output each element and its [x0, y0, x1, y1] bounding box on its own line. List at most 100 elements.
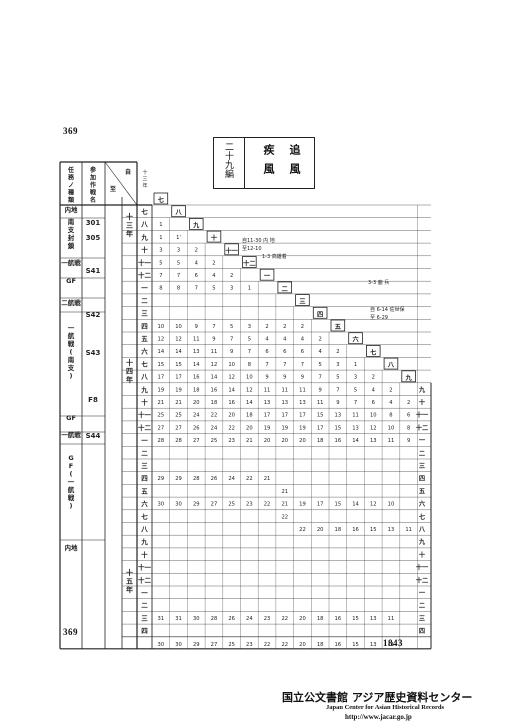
month-label: 二 [141, 449, 148, 457]
service-value: 13 [193, 349, 200, 355]
service-value: 3 [159, 248, 162, 254]
service-value: 23 [246, 502, 253, 508]
service-value: 2 [318, 337, 321, 343]
service-value: 9 [212, 337, 215, 343]
header-operation-label: 加 [89, 174, 96, 182]
mission-label: G [68, 454, 73, 462]
service-value: 19 [264, 425, 271, 431]
service-value: 3 [177, 248, 180, 254]
header-operation-label: 作 [90, 181, 96, 189]
header-operation-label: 戦 [90, 189, 97, 197]
service-value: 5 [318, 362, 321, 368]
service-value: 7 [230, 337, 233, 343]
right-month-label: 七 [419, 513, 426, 521]
service-value: 2 [212, 260, 215, 266]
service-value: 15 [335, 425, 342, 431]
service-value: 20 [228, 413, 235, 419]
service-value: 2 [265, 324, 268, 330]
diagonal-month-box [188, 217, 204, 230]
mission-label: 支 [67, 363, 75, 372]
header-year-label: 三 [142, 177, 147, 183]
service-value: 12 [246, 387, 253, 393]
service-value: 7 [283, 362, 286, 368]
diagonal-month-label: 七 [370, 348, 377, 356]
sheet-number: 1843 [383, 638, 403, 648]
service-value: 13 [370, 438, 377, 444]
service-value: 4 [265, 337, 269, 343]
service-value: 14 [211, 375, 218, 381]
month-label: 二 [141, 602, 148, 610]
header-mission-label: 任 [67, 166, 74, 174]
right-month-label: 二 [419, 450, 425, 457]
month-label: 五 [141, 335, 148, 343]
right-month-label: 十二 [416, 424, 428, 432]
service-value: 10 [228, 362, 235, 368]
service-value: 17 [299, 413, 306, 419]
bottom-row-value: 15 [352, 642, 359, 648]
service-value: 2 [389, 387, 392, 393]
service-value: 7 [318, 375, 321, 381]
service-value: 7 [195, 286, 198, 292]
service-value: 27 [175, 425, 182, 431]
service-value: 26 [228, 616, 235, 622]
service-value: 8 [248, 362, 251, 368]
service-value: 10 [370, 413, 377, 419]
month-label: 八 [140, 526, 148, 534]
operation-label: S41 [86, 267, 101, 275]
service-value: 30 [175, 502, 182, 508]
service-value: 18 [193, 387, 200, 393]
service-value: 22 [281, 514, 288, 520]
diagonal-month-box [295, 294, 310, 307]
right-month-label: 三 [419, 463, 425, 470]
year-label-1: 年 [126, 229, 133, 238]
service-value: 13 [370, 616, 377, 622]
month-label: 一 [141, 437, 148, 445]
service-value: 22 [211, 413, 218, 419]
service-value: 21 [281, 502, 288, 508]
diagonal-month-box [153, 192, 169, 205]
bottom-row-value: 25 [228, 642, 235, 648]
header-to-label: 至 [110, 185, 116, 193]
diagonal-month-box [224, 243, 239, 256]
service-value: 4 [301, 337, 305, 343]
service-value: 13 [264, 400, 271, 406]
service-value: 20 [317, 527, 324, 533]
service-value: 6 [301, 349, 304, 355]
service-value: 24 [193, 413, 200, 419]
service-value: 11 [211, 349, 218, 355]
service-value: 12 [370, 502, 377, 508]
service-value: 9 [318, 387, 321, 393]
mission-label: GF [66, 277, 76, 285]
month-label: 四 [141, 475, 148, 483]
service-value: 7 [301, 362, 304, 368]
service-value: 2 [301, 324, 304, 330]
right-month-label: 二 [419, 603, 425, 610]
bottom-row-value: 22 [281, 642, 288, 648]
mission-label: 二航戦 [61, 298, 81, 307]
annotation-text: 至12-10 [242, 246, 262, 252]
mission-label: 航 [68, 485, 75, 494]
service-value: 4 [372, 387, 376, 393]
service-value: 15 [335, 502, 342, 508]
diagonal-month-label: 十二 [243, 260, 255, 268]
mission-label: 一航戦 [61, 430, 81, 439]
service-value: 22 [264, 502, 271, 508]
service-value: 11 [264, 387, 271, 393]
service-value: 4 [212, 273, 216, 279]
service-value: 19 [281, 425, 288, 431]
service-value: 12 [158, 337, 165, 343]
service-value: 21 [175, 400, 182, 406]
service-value: 10 [388, 502, 395, 508]
service-value: 1 [159, 235, 162, 241]
month-label: 十一 [138, 563, 152, 572]
service-value: 6 [265, 349, 268, 355]
service-value: 28 [158, 438, 165, 444]
footer-url[interactable]: http://www.jacar.go.jp [345, 713, 412, 721]
service-value: 10 [246, 375, 253, 381]
year-label-3: 十 [126, 568, 133, 577]
service-value: 14 [352, 438, 359, 444]
month-label: 三 [141, 310, 148, 318]
service-value: 9 [336, 400, 339, 406]
bottom-row-value: 30 [158, 642, 165, 648]
bottom-row-value: 18 [317, 642, 324, 648]
